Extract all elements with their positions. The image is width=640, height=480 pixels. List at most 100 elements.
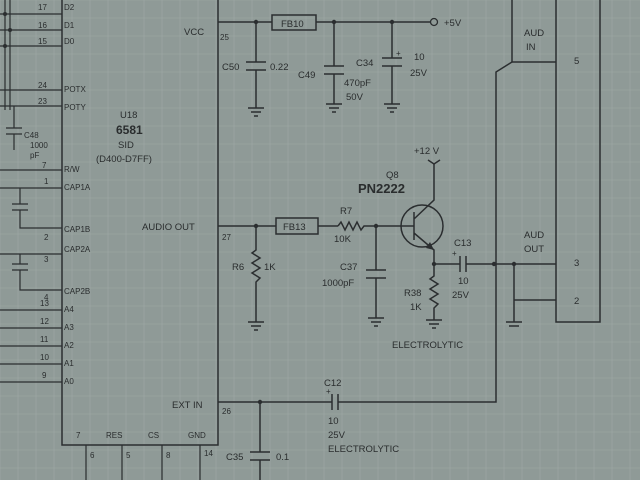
c37-value: 1000pF	[322, 278, 354, 289]
pin-bottom-a-label: 7	[76, 431, 81, 440]
pin-a4-num: 13	[40, 299, 49, 308]
pin-rw-label: R/W	[64, 165, 80, 174]
c35-value: 0.1	[276, 452, 289, 463]
c34-value1: 10	[414, 52, 425, 63]
pin-cap1a-num: 1	[44, 177, 49, 186]
pin-gnd-num: 14	[204, 449, 213, 458]
pin-a3-num: 12	[40, 317, 49, 326]
pin-a3-label: A3	[64, 323, 74, 332]
pin-cap2b-num: 4	[44, 293, 49, 302]
pins-data-bus: D2 17 D1 16 D0 15	[0, 0, 75, 110]
pin-vcc-num: 25	[220, 33, 229, 42]
pin-audio-out-num: 27	[222, 233, 231, 242]
pin-vcc-label: VCC	[184, 27, 204, 38]
pin-audio-out-label: AUDIO OUT	[142, 222, 195, 233]
pin-rw-num: 7	[42, 161, 47, 170]
connector-pin-5: 5	[574, 56, 579, 67]
pin-a0-num: 9	[42, 371, 47, 380]
pin-res-label: RES	[106, 431, 122, 440]
pin-poty-num: 23	[38, 97, 47, 106]
c48-ref: C48	[24, 131, 39, 140]
pin-potx-num: 24	[38, 81, 47, 90]
ic-u18-ref: U18	[120, 110, 137, 121]
ic-u18-part: 6581	[116, 123, 143, 137]
r7-ref: R7	[340, 206, 352, 217]
pin-ext-in-num: 26	[222, 407, 231, 416]
c12-plus: +	[326, 387, 331, 396]
c13-value2: 25V	[452, 290, 470, 301]
c13-plus: +	[452, 249, 457, 258]
r7-value: 10K	[334, 234, 352, 245]
c12-value1: 10	[328, 416, 339, 427]
q8-part: PN2222	[358, 181, 405, 196]
c49-value1: 470pF	[344, 78, 371, 89]
c34-ref: C34	[356, 58, 373, 69]
pin-cs-num: 8	[166, 451, 171, 460]
connector-pin-3: 3	[574, 258, 579, 269]
pin-a2-label: A2	[64, 341, 74, 350]
r38-ref: R38	[404, 288, 421, 299]
c49-ref: C49	[298, 70, 315, 81]
pin-potx-label: POTX	[64, 85, 86, 94]
pins-pot: POTX 24 POTY 23 C48 1000 pF	[0, 81, 86, 160]
c37-ref: C37	[340, 262, 357, 273]
r38-value: 1K	[410, 302, 422, 313]
c13-ref: C13	[454, 238, 471, 249]
c50-value: 0.22	[270, 62, 289, 73]
q8-ref: Q8	[386, 170, 399, 181]
pin-ext-in-label: EXT IN	[172, 400, 203, 411]
c50-ref: C50	[222, 62, 239, 73]
fb10-ferrite	[271, 14, 317, 31]
pins-address: A4 13 A3 12 A2 11 A1 10 A0 9	[0, 299, 74, 386]
pin-a4-label: A4	[64, 305, 74, 314]
c12-value2: 25V	[328, 430, 346, 441]
aud-in-line2: IN	[526, 42, 536, 53]
ext-in-net: EXT IN 26 + C12 10 25V ELECTROLYTIC C35 …	[172, 61, 513, 480]
pin-a1-label: A1	[64, 359, 74, 368]
c35-ref: C35	[226, 452, 243, 463]
c13-value1: 10	[458, 276, 469, 287]
audio-out-net: AUDIO OUT 27 FB13 R6 1K R7 10K C37 1000p…	[142, 146, 494, 351]
ic-u18-address: (D400-D7FF)	[96, 154, 152, 165]
r6-value: 1K	[264, 262, 276, 273]
ic-u18-outline	[61, 0, 219, 446]
aud-out-line2: OUT	[524, 244, 544, 255]
pin-gnd-label: GND	[188, 431, 206, 440]
fb13-label: FB13	[283, 222, 306, 233]
plus5v-label: +5V	[444, 18, 462, 29]
pin-d0-num: 15	[38, 37, 47, 46]
pin-a2-num: 11	[40, 335, 49, 344]
aud-in-line1: AUD	[524, 28, 544, 39]
pin-cap1b-label: CAP1B	[64, 225, 90, 234]
pin-cs-label: CS	[148, 431, 159, 440]
pin-a0-label: A0	[64, 377, 74, 386]
c12-ref: C12	[324, 378, 341, 389]
pin-d1-num: 16	[38, 21, 47, 30]
ic-u18: U18 6581 SID (D400-D7FF)	[61, 0, 219, 446]
vcc-supply-net: VCC 25 FB10 +5V C50 0.22 C49 470pF 50V +…	[184, 14, 462, 117]
c48-value1: 1000	[30, 141, 48, 150]
pin-cap1a-label: CAP1A	[64, 183, 91, 192]
pin-bottom-a-num: 6	[90, 451, 95, 460]
pins-cap: R/W 7 CAP1A 1 CAP1B 2 CAP2A 3 CAP2B 4	[0, 161, 91, 302]
ic-u18-name: SID	[118, 140, 134, 151]
audio-connector: AUD IN AUD OUT 5 3 2	[491, 0, 601, 327]
pin-d0-label: D0	[64, 37, 75, 46]
c48-value2: pF	[30, 151, 39, 160]
fb10-label: FB10	[281, 19, 304, 30]
pin-cap1b-num: 2	[44, 233, 49, 242]
c49-value2: 50V	[346, 92, 364, 103]
pin-cap2a-num: 3	[44, 255, 49, 264]
connector-pin-2: 2	[574, 296, 579, 307]
fb13-ferrite	[275, 217, 319, 235]
pin-res-num: 5	[126, 451, 131, 460]
r6-ref: R6	[232, 262, 244, 273]
pin-d2-num: 17	[38, 3, 47, 12]
c12-type: ELECTROLYTIC	[328, 444, 399, 455]
pin-cap2b-label: CAP2B	[64, 287, 90, 296]
c34-value2: 25V	[410, 68, 428, 79]
pin-d2-label: D2	[64, 3, 75, 12]
aud-out-line1: AUD	[524, 230, 544, 241]
